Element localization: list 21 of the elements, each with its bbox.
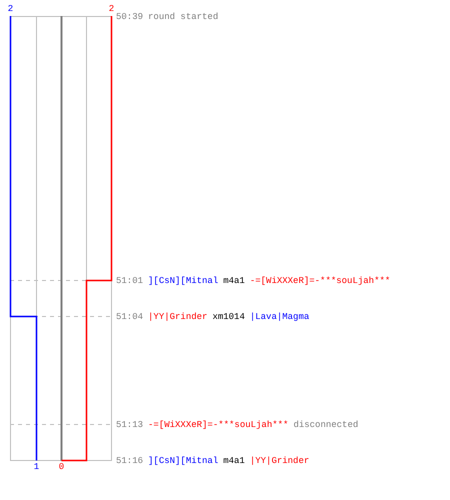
team-count-label: 2 [8,4,14,14]
player-name: ][CsN][Mitnal [148,276,218,286]
player-name: ][CsN][Mitnal [148,456,218,466]
weapon-name: m4a1 [223,276,245,286]
player-name: |YY|Grinder [250,456,310,466]
time-label: 51:13 [116,420,144,430]
team-count-label: 1 [34,462,40,472]
time-label: 51:16 [116,456,144,466]
weapon-name: m4a1 [223,456,245,466]
player-name: |YY|Grinder [148,312,208,322]
player-name: |Lava|Magma [250,312,310,322]
team-count-label: 2 [108,4,114,14]
player-name: -=[WiXXXeR]=-***souLjah*** [148,420,288,430]
weapon-name: xm1014 [212,312,245,322]
time-label: 51:04 [116,312,144,322]
time-label: 50:39 [116,12,144,22]
event-text: disconnected [293,420,358,430]
time-label: 51:01 [116,276,144,286]
event-text: round started [148,12,218,22]
team-count-label: 0 [58,462,64,472]
player-name: -=[WiXXXeR]=-***souLjah*** [250,276,390,286]
